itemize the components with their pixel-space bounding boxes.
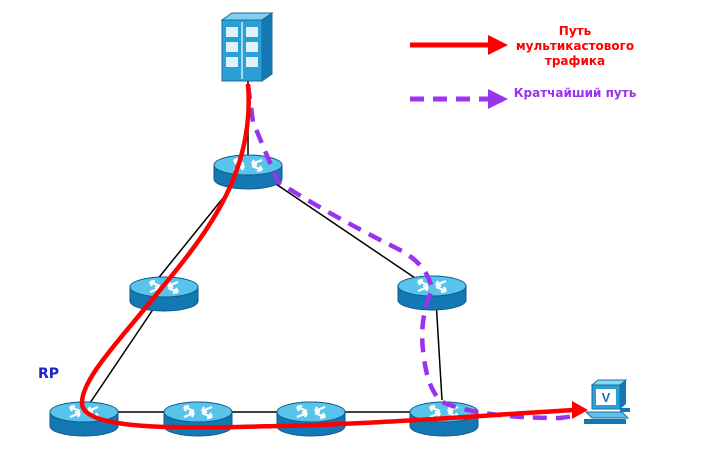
legend-shortest-arrowhead bbox=[488, 89, 508, 109]
legend bbox=[410, 35, 508, 109]
multicast-source-server-icon bbox=[220, 12, 274, 82]
legend-shortest-label: Кратчайший путь bbox=[513, 86, 637, 100]
multicast-traffic-path-line bbox=[79, 83, 576, 430]
link-r2-rp bbox=[89, 304, 157, 404]
router-r5-icon bbox=[163, 401, 233, 437]
svg-text:V: V bbox=[602, 390, 611, 405]
receiver-workstation-icon: V bbox=[584, 379, 630, 424]
rp-label: RP bbox=[38, 366, 60, 382]
router-r6-icon bbox=[276, 401, 346, 437]
legend-multicast-label: Путь мультикастового трафика bbox=[515, 24, 635, 68]
multicast-path-arrowhead bbox=[572, 401, 588, 419]
legend-multicast-arrowhead bbox=[488, 35, 508, 55]
router-r1-icon bbox=[213, 154, 283, 190]
link-r3-r7 bbox=[435, 299, 443, 401]
link-r1-r3 bbox=[269, 179, 419, 281]
shortest-path-line bbox=[245, 84, 576, 421]
router-r3-icon bbox=[397, 275, 467, 311]
routers bbox=[49, 154, 479, 437]
